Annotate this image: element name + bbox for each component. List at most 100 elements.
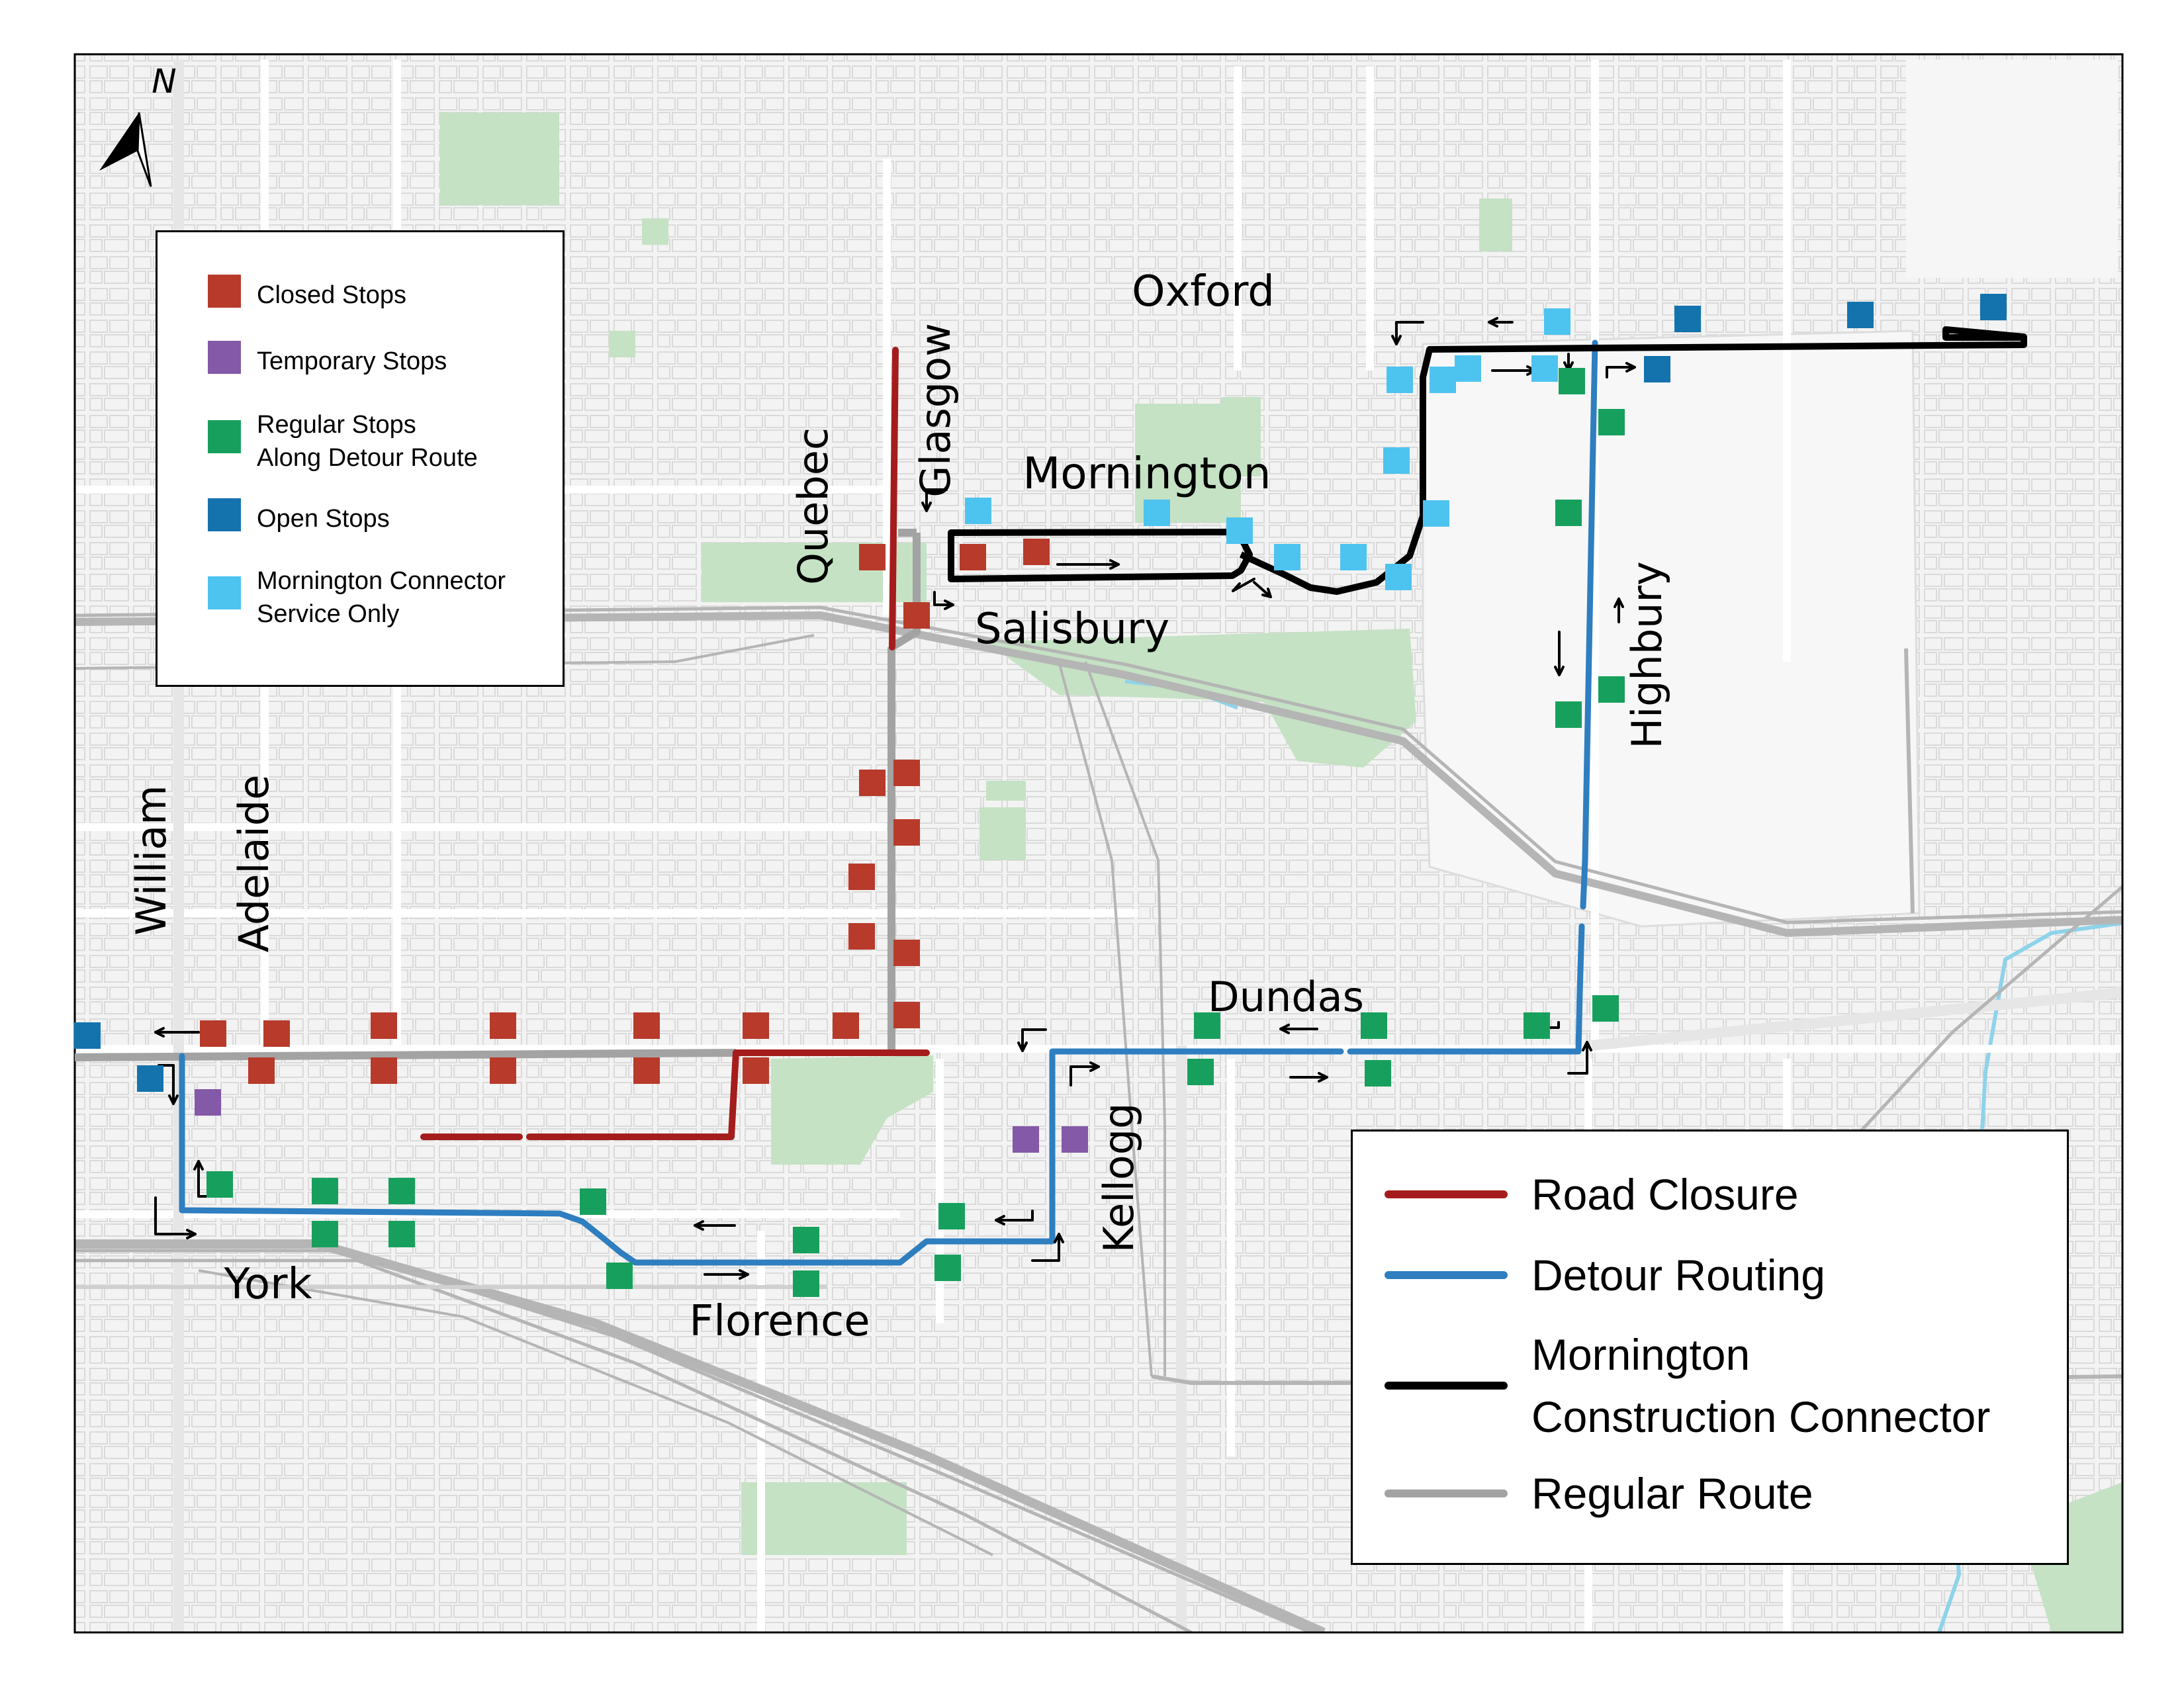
stop-closed [371, 1012, 397, 1039]
park [986, 629, 1416, 768]
stop-closed [1023, 539, 1050, 565]
legend-item-connector-stops: Mornington Connector Service Only [208, 564, 506, 631]
stop-closed [743, 1057, 769, 1084]
park [1221, 397, 1261, 476]
stop-connector [1531, 355, 1558, 382]
stop-regular [1592, 995, 1619, 1022]
stop-connector [1430, 367, 1456, 393]
stop-open [1644, 356, 1670, 382]
stop-open [137, 1065, 163, 1092]
industrial-area [1422, 330, 1921, 928]
legend-label: Mornington Connector Service Only [257, 567, 506, 628]
label-adelaide: Adelaide [230, 775, 278, 953]
stop-closed [248, 1057, 275, 1084]
north-arrow-icon: N [99, 62, 177, 187]
stop-regular [206, 1171, 233, 1198]
legend-label: Open Stops [257, 505, 390, 533]
label-salisbury: Salisbury [975, 605, 1169, 654]
temporary-stop-swatch-icon [208, 341, 241, 374]
stop-legend: Closed Stops Temporary Stops Regular Sto… [156, 230, 565, 687]
open-stop-swatch-icon [208, 498, 241, 531]
legend-label: Detour Routing [1531, 1251, 1825, 1300]
stop-closed [833, 1012, 859, 1039]
closed-stops [200, 539, 1050, 1084]
park [741, 1482, 907, 1555]
stop-closed [490, 1057, 516, 1084]
legend-item-regular-route: Regular Route [1385, 1462, 1813, 1525]
stop-regular [1194, 1012, 1220, 1039]
stop-regular [1598, 676, 1625, 703]
stop-regular [1524, 1012, 1550, 1039]
legend-label: Road Closure [1531, 1170, 1799, 1219]
stop-closed [960, 544, 986, 570]
legend-label: Regular Route [1531, 1469, 1813, 1518]
connector-only-stops [965, 308, 1570, 590]
label-william: William [127, 785, 175, 935]
stop-closed [371, 1057, 397, 1084]
label-highbury: Highbury [1623, 561, 1671, 748]
stop-open [1980, 294, 2007, 320]
stop-closed [893, 760, 920, 786]
legend-item-regular-stops: Regular Stops Along Detour Route [208, 408, 478, 474]
stop-closed [200, 1020, 226, 1047]
label-york: York [223, 1260, 312, 1309]
stop-connector [1423, 500, 1449, 527]
stop-closed [633, 1012, 660, 1039]
legend-label: Temporary Stops [257, 347, 447, 375]
stop-closed [893, 940, 920, 966]
park [1479, 199, 1512, 251]
park [986, 781, 1026, 801]
stop-temporary [1013, 1126, 1039, 1153]
label-mornington: Mornington [1023, 448, 1271, 499]
regular-stop-swatch-icon [208, 420, 241, 453]
stop-regular [606, 1263, 633, 1289]
open-area-east [1906, 60, 2118, 278]
stop-regular [1598, 409, 1625, 435]
stop-temporary [195, 1089, 221, 1116]
stop-closed [633, 1057, 660, 1084]
stop-connector [1226, 517, 1253, 544]
line-legend: Road Closure Detour Routing Mornington C… [1351, 1130, 2069, 1565]
park [609, 331, 635, 357]
stop-regular [793, 1270, 819, 1297]
legend-item-open-stops: Open Stops [208, 498, 390, 535]
label-dundas: Dundas [1208, 973, 1364, 1021]
stop-connector [1385, 564, 1412, 590]
stop-regular [580, 1188, 606, 1215]
stop-closed [263, 1020, 290, 1047]
park [771, 1055, 933, 1165]
label-glasgow: Glasgow [911, 323, 960, 498]
stop-regular [1187, 1059, 1214, 1085]
stop-regular [312, 1178, 338, 1204]
legend-item-detour-routing: Detour Routing [1385, 1244, 1825, 1306]
stop-closed [743, 1012, 769, 1039]
stop-closed [490, 1012, 516, 1039]
stop-connector [1383, 447, 1410, 474]
stop-closed [893, 1002, 920, 1028]
stop-connector [1544, 308, 1570, 335]
stop-closed [859, 544, 886, 570]
stop-regular [793, 1227, 819, 1253]
detour-routing [179, 339, 1598, 1266]
stop-regular [388, 1178, 415, 1204]
closed-stop-swatch-icon [208, 275, 241, 308]
legend-label: Mornington Construction Connector [1531, 1330, 1991, 1441]
regular-route-line-icon [1385, 1490, 1508, 1497]
stop-connector [1387, 367, 1413, 393]
road-closure [420, 347, 930, 1140]
legend-item-road-closure: Road Closure [1385, 1163, 1799, 1225]
legend-label: Closed Stops [257, 281, 407, 309]
legend-item-closed-stops: Closed Stops [208, 275, 407, 312]
stop-open [1674, 306, 1701, 332]
stop-temporary [1062, 1126, 1088, 1153]
stop-open [1847, 302, 1874, 328]
legend-item-mornington-connector: Mornington Construction Connector [1385, 1323, 1990, 1448]
connector-stop-swatch-icon [208, 576, 241, 609]
stop-closed [893, 819, 920, 846]
road-closure-line-icon [1385, 1190, 1508, 1198]
stop-connector [1274, 544, 1300, 570]
temporary-stops [195, 1089, 1088, 1153]
legend-item-temporary-stops: Temporary Stops [208, 341, 447, 378]
stop-closed [848, 864, 875, 890]
stop-regular [938, 1203, 965, 1229]
